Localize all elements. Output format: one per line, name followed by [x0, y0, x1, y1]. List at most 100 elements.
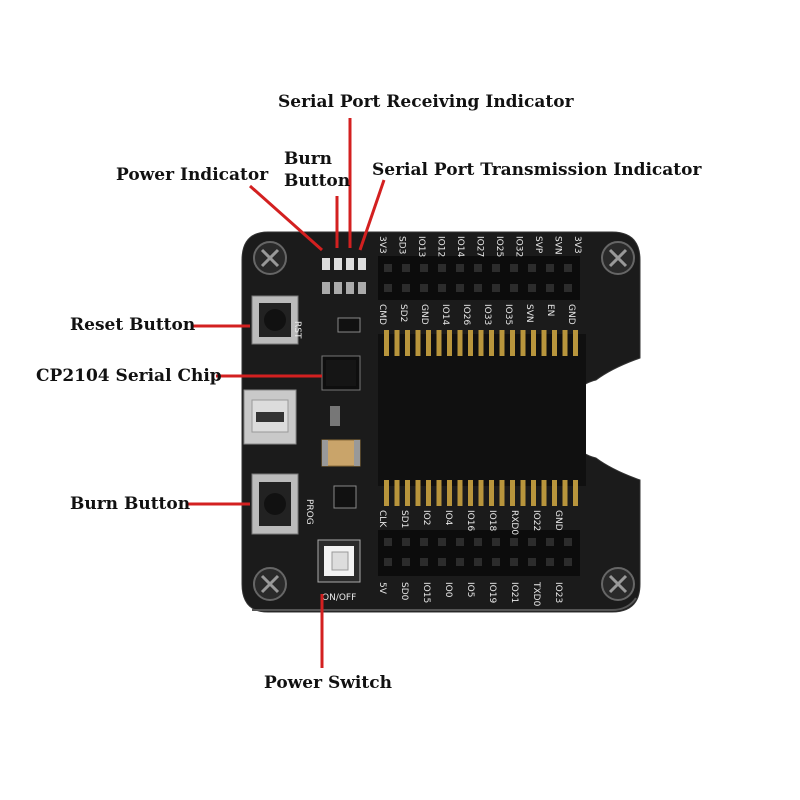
power-switch-part — [317, 539, 361, 583]
pin-hole — [510, 558, 518, 566]
pin-label: IO18 — [487, 510, 497, 531]
gold-contact — [447, 480, 452, 506]
top-pin-header — [378, 256, 580, 300]
gold-contact — [541, 480, 547, 506]
gold-contact — [552, 330, 557, 356]
pin-label: SVP — [533, 236, 543, 254]
pin-label: EN — [545, 304, 555, 316]
cp2104-chip — [321, 355, 361, 391]
pin-hole — [564, 264, 572, 272]
pin-hole — [546, 264, 554, 272]
pin-label: IO13 — [416, 236, 426, 257]
pin-label: IO14 — [455, 236, 465, 257]
pin-label: SD2 — [398, 304, 408, 322]
label-reset-button: Reset Button — [70, 315, 196, 335]
pin-label: RXD0 — [509, 510, 519, 535]
pin-label: CMD — [377, 304, 387, 325]
pin-hole — [474, 538, 482, 546]
gold-contact — [510, 480, 515, 506]
pin-hole — [474, 284, 482, 292]
switch-silk: ON/OFF — [322, 593, 356, 603]
pin-hole — [402, 538, 410, 546]
pin-label: IO4 — [443, 510, 453, 526]
gold-contact — [531, 330, 536, 356]
pin-hole — [492, 264, 500, 272]
gold-contact — [520, 330, 526, 356]
pin-hole — [510, 284, 518, 292]
pin-label: SD3 — [397, 236, 407, 254]
pin-hole — [402, 558, 410, 566]
pin-hole — [528, 264, 536, 272]
gold-contact — [520, 480, 526, 506]
pin-label: SD1 — [399, 510, 409, 528]
leader-power-indicator — [249, 184, 323, 252]
pin-hole — [384, 264, 392, 272]
led-row — [322, 258, 366, 294]
gold-contact — [531, 480, 536, 506]
resistor — [330, 406, 340, 426]
pin-label: IO2 — [421, 510, 431, 525]
pin-label: CLK — [377, 510, 387, 528]
gold-contact — [457, 480, 463, 506]
reset-button-part — [251, 295, 299, 345]
pin-hole — [456, 284, 464, 292]
pin-hole — [402, 284, 410, 292]
pin-hole — [438, 284, 446, 292]
pin-hole — [510, 538, 518, 546]
pin-hole — [474, 264, 482, 272]
screw-bottom-right — [601, 567, 635, 601]
pin-hole — [384, 284, 392, 292]
pin-hole — [420, 284, 428, 292]
pin-hole — [528, 284, 536, 292]
pin-hole — [384, 538, 392, 546]
pin-label: IO16 — [465, 510, 475, 531]
gold-contact — [499, 330, 505, 356]
label-power-indicator: Power Indicator — [116, 165, 269, 185]
pin-hole — [456, 264, 464, 272]
gold-contact — [415, 480, 421, 506]
pin-hole — [564, 558, 572, 566]
gold-contact — [573, 480, 578, 506]
contacts-bottom — [384, 480, 578, 506]
pin-label: IO5 — [465, 582, 475, 597]
pin-label: IO35 — [503, 304, 513, 325]
pin-label: IO21 — [509, 582, 519, 603]
gold-contact — [405, 480, 410, 506]
pin-label: IO15 — [421, 582, 431, 603]
pin-hole — [438, 264, 446, 272]
label-serial-rx: Serial Port Receiving Indicator — [278, 92, 574, 112]
label-serial-tx: Serial Port Transmission Indicator — [372, 160, 702, 180]
regulator — [337, 317, 361, 333]
gold-contact — [436, 330, 442, 356]
gold-contact — [426, 330, 431, 356]
gold-contact — [457, 330, 463, 356]
label-burn-line1: Burn — [284, 149, 333, 169]
gold-contact — [394, 330, 400, 356]
leader-serial-tx — [358, 179, 386, 251]
gold-contact — [562, 330, 568, 356]
pin-label: IO22 — [531, 510, 541, 531]
gold-contact — [447, 330, 452, 356]
pin-hole — [420, 264, 428, 272]
prog-button-part — [251, 473, 299, 535]
pin-hole — [492, 538, 500, 546]
gold-contact — [510, 330, 515, 356]
pin-label: SVN — [553, 236, 563, 255]
pin-hole — [492, 284, 500, 292]
pin-label: IO32 — [514, 236, 524, 257]
pin-hole — [438, 558, 446, 566]
pin-hole — [546, 284, 554, 292]
pin-label: TXD0 — [531, 581, 541, 607]
pin-label: IO25 — [494, 236, 504, 257]
pin-label: IO14 — [440, 304, 450, 325]
pin-hole — [546, 538, 554, 546]
screw-bottom-left — [253, 567, 287, 601]
pin-hole — [564, 284, 572, 292]
pin-label: IO27 — [475, 236, 485, 257]
pin-label: 5V — [377, 582, 387, 595]
capacitor — [321, 439, 361, 467]
